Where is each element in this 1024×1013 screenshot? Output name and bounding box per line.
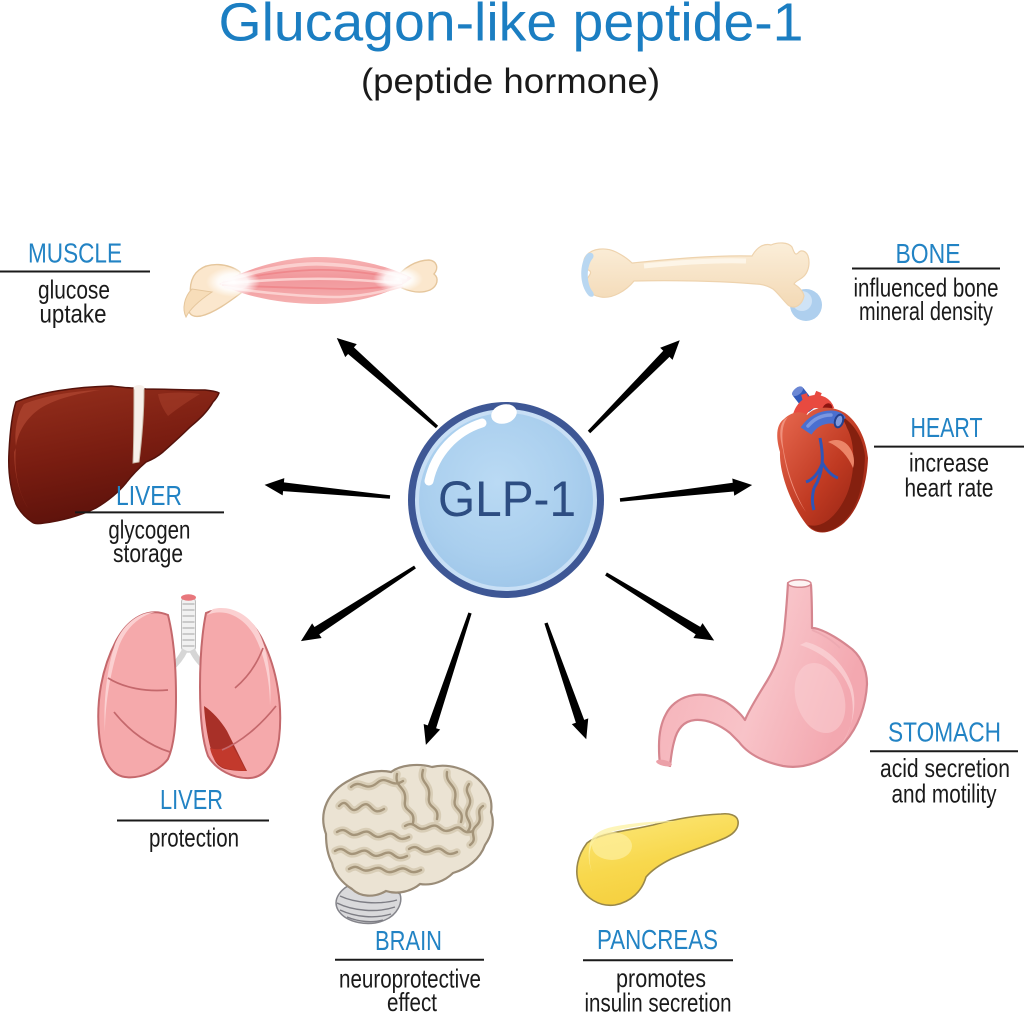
svg-text:PANCREAS: PANCREAS [597,924,718,955]
svg-text:GLP-1: GLP-1 [438,471,576,527]
svg-text:LIVER: LIVER [116,480,182,511]
svg-text:uptake: uptake [40,298,107,328]
svg-text:BRAIN: BRAIN [375,925,442,956]
svg-text:Glucagon-like peptide-1: Glucagon-like peptide-1 [219,0,804,53]
svg-text:STOMACH: STOMACH [888,716,1001,747]
svg-text:effect: effect [387,987,438,1013]
svg-text:mineral density: mineral density [859,296,993,326]
svg-text:neuroprotective: neuroprotective [339,963,481,993]
svg-text:HEART: HEART [911,412,983,443]
svg-text:promotes: promotes [616,963,706,993]
svg-text:and motility: and motility [892,779,997,809]
svg-text:influenced bone: influenced bone [854,273,999,303]
svg-text:LIVER: LIVER [160,784,223,815]
svg-text:BONE: BONE [896,238,961,269]
svg-text:insulin secretion: insulin secretion [585,988,732,1013]
svg-text:(peptide hormone): (peptide hormone) [361,62,660,101]
svg-text:heart rate: heart rate [905,473,994,503]
svg-text:MUSCLE: MUSCLE [28,238,122,269]
svg-text:acid secretion: acid secretion [880,753,1010,783]
svg-text:glucose: glucose [38,275,110,305]
svg-text:protection: protection [149,822,239,852]
svg-text:glycogen: glycogen [108,515,190,545]
svg-text:storage: storage [113,538,183,568]
svg-text:increase: increase [909,448,989,478]
